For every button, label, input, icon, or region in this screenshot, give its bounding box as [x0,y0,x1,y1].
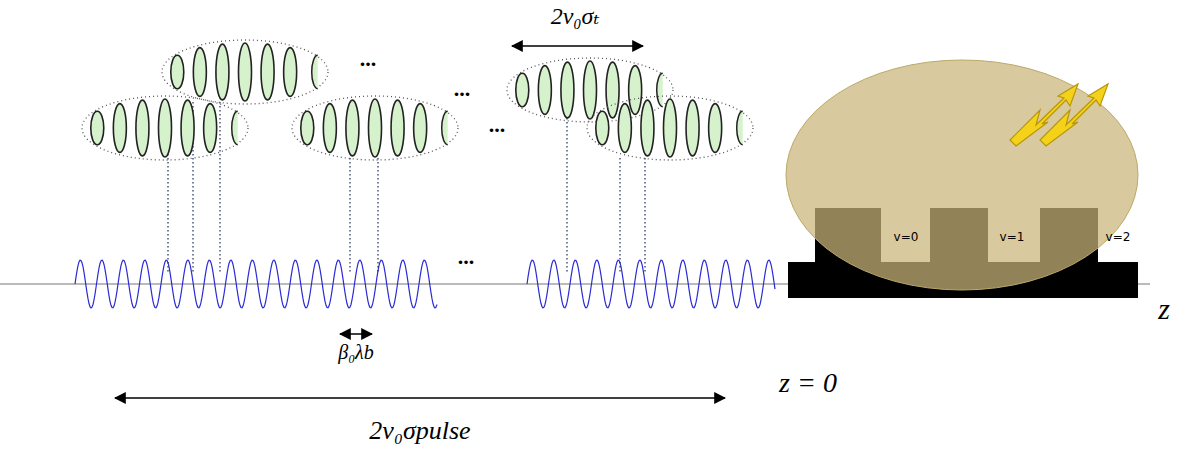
period-label: β₀λb [338,342,374,362]
bunch-slice [596,111,609,145]
mode-label: v=2 [1106,231,1131,243]
wave-segment [75,260,437,308]
slice-partial [312,55,318,89]
bunch-slice [584,61,597,119]
bunch-slice [629,66,642,115]
mode-label: v=1 [1000,231,1025,243]
pulse-length-label: 2v₀σpulse [369,418,470,444]
bunch-envelope [162,40,328,104]
ellipsis: ... [489,114,506,136]
ellipsis: ... [458,246,475,268]
bunch-slice [606,62,619,118]
bunch-slice [618,104,631,153]
bunch-slice [641,100,654,156]
pulse-length-arrow [115,397,725,399]
electron-bunches [82,40,753,160]
bunch-slice [538,66,551,115]
bunch-slice [193,48,206,97]
bunch-slice [261,44,274,100]
bunch-slice [159,99,172,157]
bunch-slice [709,104,722,153]
guide-line [377,158,378,272]
guide-line [619,158,620,272]
bunch-length-arrow [512,45,643,47]
slice-partial [232,111,238,145]
guide-line [644,158,645,272]
bunch-slice [181,100,194,156]
guide-lines [168,102,645,272]
bunch-slice [204,104,217,153]
bunch-length-label: 2v₀σₜ [551,4,600,28]
bunch-slice [391,100,404,156]
bunch-slice [91,111,104,145]
guide-line [349,158,350,272]
bunch-slice [323,104,336,153]
bunch-slice [369,99,382,157]
bunch-envelope [292,96,458,160]
slice-partial [737,111,743,145]
origin-label: z = 0 [779,369,837,397]
bunch-slice [113,104,126,153]
bunch-slice [664,99,677,157]
bunch-slice [239,43,252,101]
mode-label: v=0 [894,231,919,243]
axis-label: z [1158,294,1170,324]
bunch-slice [171,55,184,89]
wave [75,260,775,308]
bunch-envelope [82,96,248,160]
guide-line [566,118,567,272]
radiation-cloud [786,60,1138,290]
slice-partial [657,73,663,107]
period-arrow [340,333,372,335]
bunch-slice [561,62,574,118]
bunch-slice [516,73,529,107]
slice-partial [442,111,448,145]
ellipsis: ... [360,48,377,70]
bunch-slice [301,111,314,145]
bunch-slice [414,104,427,153]
bunch-slice [216,44,229,100]
bunch-slice [686,100,699,156]
guide-line [219,102,220,272]
bunch-envelope [587,96,753,160]
wave-segment [527,260,775,308]
bunch-slice [284,48,297,97]
bunch-slice [346,100,359,156]
bunch-slice [136,100,149,156]
radiation-arrows [1010,84,1108,146]
ellipsis: ... [454,78,471,100]
